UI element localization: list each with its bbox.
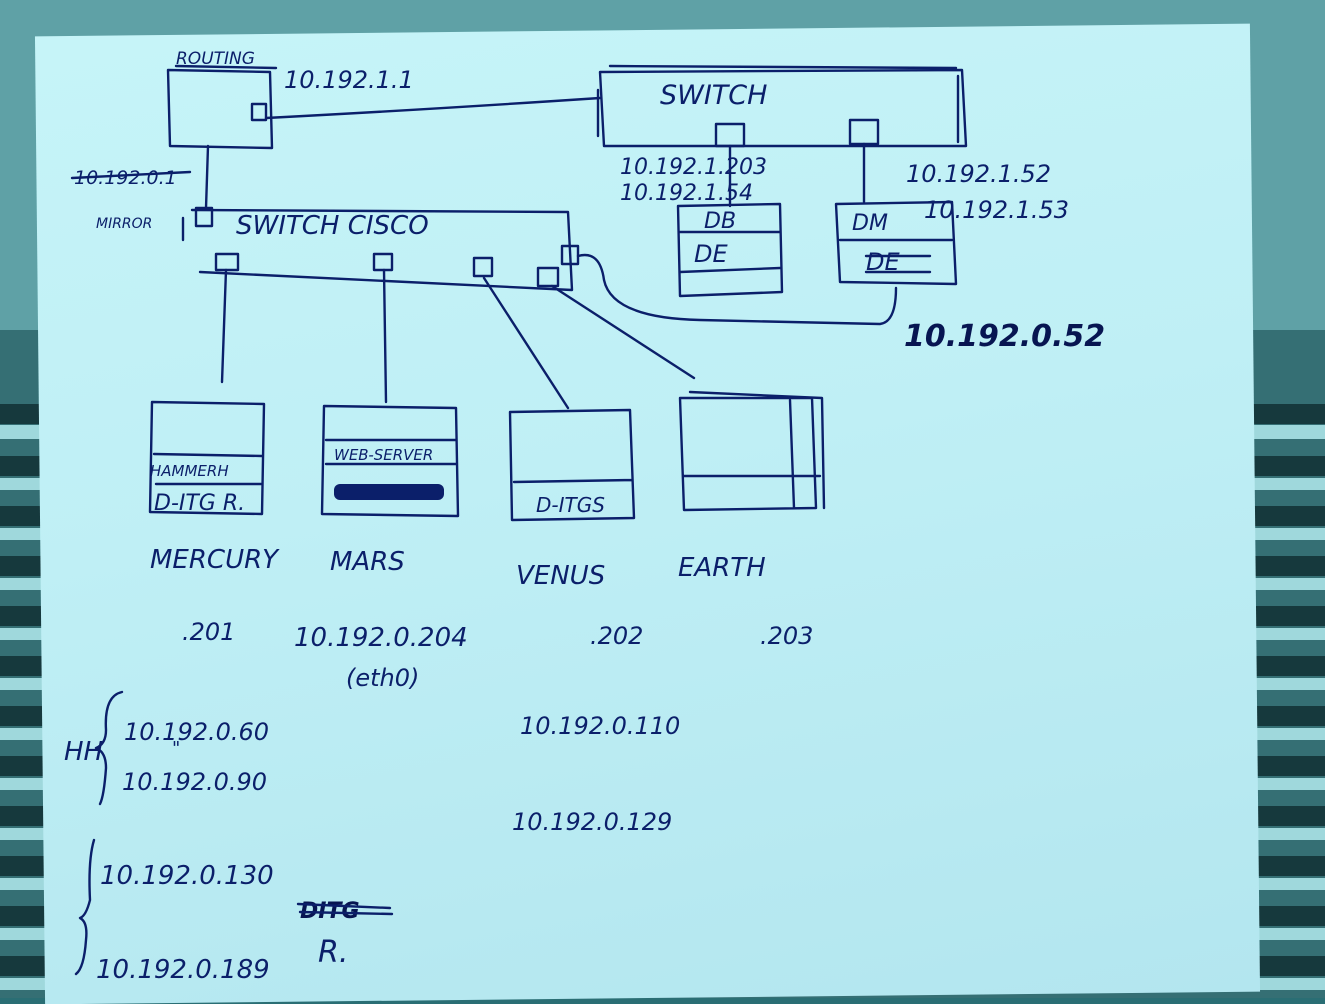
link-mars <box>384 270 386 402</box>
mercury-name: MERCURY <box>150 545 280 575</box>
cisco-port-2 <box>374 254 392 270</box>
db-label: DB <box>704 209 736 234</box>
ip-0-130: 10.192.0.130 <box>100 861 274 891</box>
link-router-switch <box>266 98 600 118</box>
mercury-top-label: HAMMERH <box>150 462 229 480</box>
link-mercury <box>222 270 226 382</box>
cisco-port-1 <box>216 254 238 270</box>
top-switch-port-2 <box>850 120 878 144</box>
dm-label: DM <box>852 211 888 236</box>
venus-bottom-label: D-ITGS <box>536 493 605 517</box>
mercury-bottom-label: D-ITG R. <box>154 491 245 516</box>
mars-name: MARS <box>330 547 405 577</box>
db-de-label: DE <box>694 240 728 268</box>
routing-label: ROUTING <box>176 49 255 69</box>
cisco-switch-label: SWITCH CISCO <box>236 211 429 241</box>
link-venus <box>484 278 568 408</box>
ip-0-189: 10.192.0.189 <box>96 955 270 985</box>
ip-202: .202 <box>590 622 643 650</box>
venus-name: VENUS <box>516 561 605 591</box>
ip-203: .203 <box>760 622 813 650</box>
mirror-label: MIRROR <box>96 216 152 232</box>
earth-box <box>680 392 824 510</box>
top-switch-port-1 <box>716 124 744 146</box>
lower-brace <box>76 840 94 974</box>
ip-204: 10.192.0.204 <box>294 623 468 653</box>
ip-1-53: 10.192.1.53 <box>924 196 1069 224</box>
link-cisco-dm <box>578 255 896 324</box>
ip-1-52: 10.192.1.52 <box>906 160 1051 188</box>
cisco-port-4 <box>538 268 558 286</box>
cisco-port-3 <box>474 258 492 276</box>
ip-1-203: 10.192.1.203 <box>620 155 767 180</box>
router-ip: 10.192.1.1 <box>284 66 414 94</box>
link-router-cisco <box>206 146 208 208</box>
ip-201: .201 <box>182 618 235 646</box>
eth0-label: (eth0) <box>346 664 419 692</box>
ditto-mark: " <box>172 738 180 759</box>
ip-1-54: 10.192.1.54 <box>620 181 753 206</box>
hh-label: HH <box>64 737 103 767</box>
earth-name: EARTH <box>678 553 766 583</box>
mars-top-label: WEB-SERVER <box>334 446 433 464</box>
routing-box <box>168 66 276 148</box>
routing-port <box>252 104 266 120</box>
ip-0-52: 10.192.0.52 <box>904 319 1105 354</box>
ip-0-129: 10.192.0.129 <box>512 808 672 836</box>
link-earth <box>552 286 694 378</box>
dm-de-label: DE <box>866 248 900 276</box>
ip-0-60: 10.192.0.60 <box>124 718 269 746</box>
ip-0-90: 10.192.0.90 <box>122 768 267 796</box>
top-switch-label: SWITCH <box>660 80 767 111</box>
r-label: R. <box>318 935 348 970</box>
ip-0-110: 10.192.0.110 <box>520 712 680 740</box>
mars-scribble <box>334 484 444 500</box>
top-switch-box <box>598 66 966 146</box>
